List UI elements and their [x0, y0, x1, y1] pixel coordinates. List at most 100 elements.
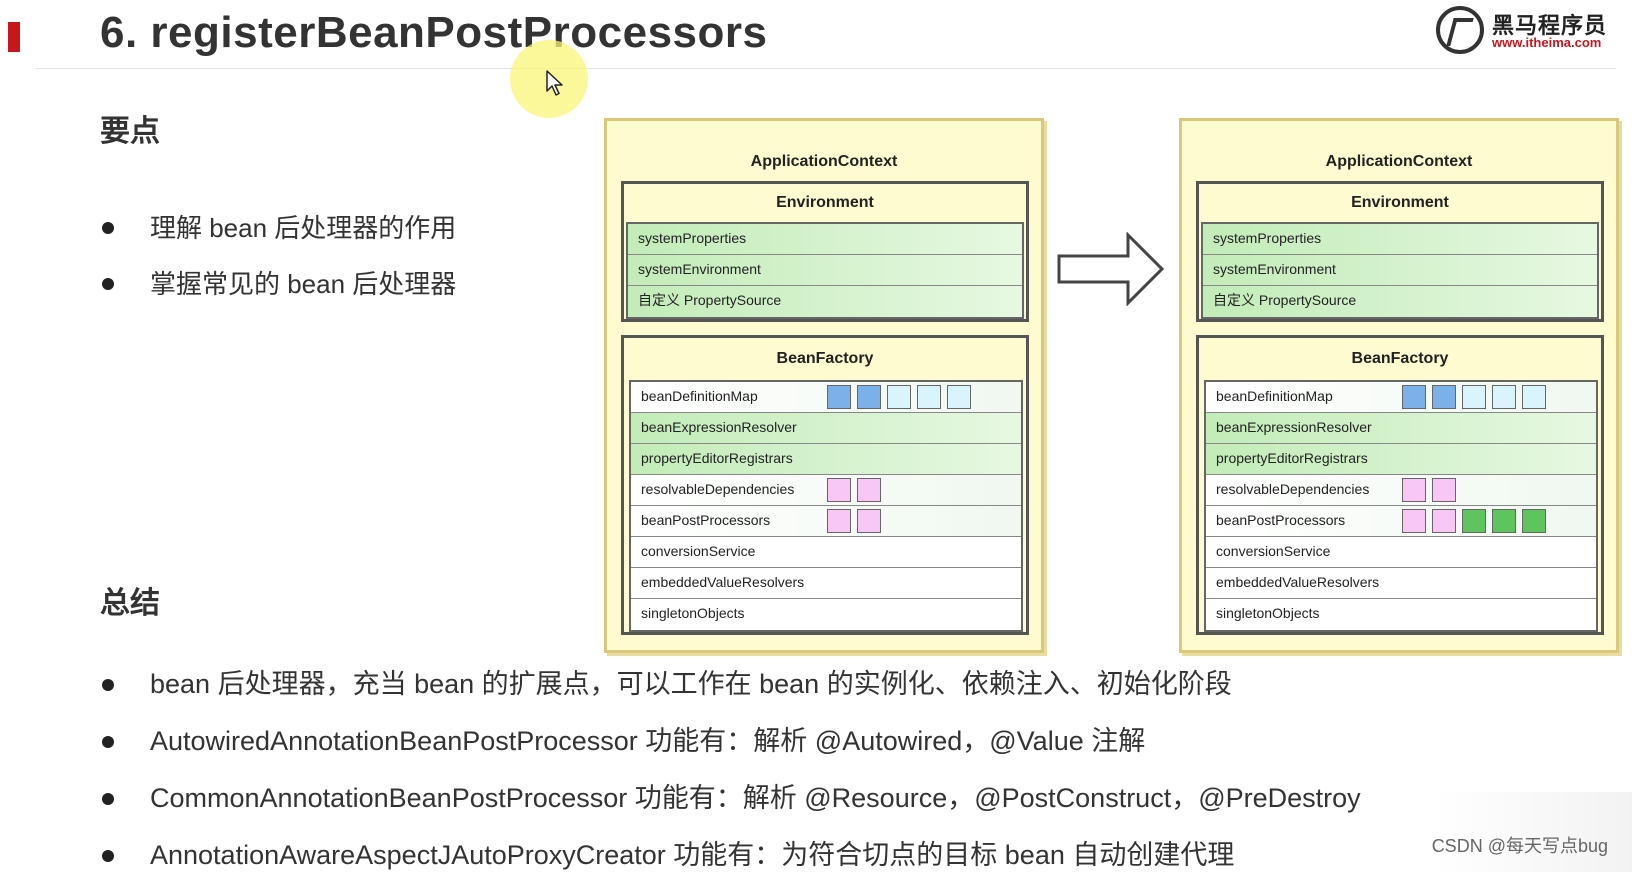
bean-box-pink — [827, 509, 851, 533]
environment-title: Environment — [1351, 194, 1449, 211]
bean-box-cyan — [1522, 385, 1546, 409]
bean-factory-row: beanPostProcessors — [631, 506, 1021, 537]
points-heading: 要点 — [100, 115, 160, 148]
bean-box-pink — [1402, 509, 1426, 533]
list-item: CommonAnnotationBeanPostProcessor 功能有：解析… — [100, 770, 1361, 827]
title-divider — [36, 68, 1616, 69]
bean-factory-row-label: beanDefinitionMap — [1216, 388, 1333, 404]
list-item: 理解 bean 后处理器的作用 — [100, 200, 456, 256]
bean-factory-row-label: beanPostProcessors — [641, 512, 771, 528]
bean-factory-row: beanExpressionResolver — [1206, 413, 1596, 444]
watermark-background — [1432, 792, 1632, 872]
bean-factory-row: beanDefinitionMap — [1206, 382, 1596, 413]
points-list: 理解 bean 后处理器的作用 掌握常见的 bean 后处理器 — [100, 200, 456, 312]
horse-head-icon — [1436, 6, 1484, 54]
bean-factory-row-label: conversionService — [641, 543, 756, 559]
bean-factory-row: propertyEditorRegistrars — [631, 444, 1021, 475]
bean-factory-row-label: beanDefinitionMap — [641, 388, 758, 404]
environment-box: Environment systemProperties systemEnvir… — [621, 181, 1029, 322]
logo-url: www.itheima.com — [1492, 35, 1602, 50]
bean-factory-box: BeanFactory beanDefinitionMap beanExpress… — [1196, 335, 1604, 635]
bean-factory-row: propertyEditorRegistrars — [1206, 444, 1596, 475]
bean-box-green — [1522, 509, 1546, 533]
bullet-icon — [102, 792, 114, 805]
bean-boxes — [827, 385, 977, 409]
summary-heading: 总结 — [100, 587, 160, 620]
environment-row: systemEnvironment — [628, 255, 1022, 286]
bean-box-pink — [1432, 509, 1456, 533]
bean-box-green — [1492, 509, 1516, 533]
application-context-after: ApplicationContext Environment systemPro… — [1179, 118, 1619, 653]
bean-factory-row: resolvableDependencies — [1206, 475, 1596, 506]
bean-factory-row: conversionService — [1206, 537, 1596, 568]
csdn-watermark: CSDN @每天写点bug — [1431, 836, 1608, 856]
bullet-icon — [102, 222, 114, 234]
bean-factory-rows: beanDefinitionMap beanExpressionResolver p… — [629, 380, 1023, 632]
bean-factory-row-label: resolvableDependencies — [641, 481, 795, 497]
bean-factory-row: conversionService — [631, 537, 1021, 568]
application-context-title: ApplicationContext — [1325, 153, 1473, 170]
bean-box-blue — [827, 385, 851, 409]
summary-list: bean 后处理器，充当 bean 的扩展点，可以工作在 bean 的实例化、依… — [100, 656, 1361, 872]
environment-row: systemProperties — [628, 224, 1022, 255]
bean-box-blue — [1402, 385, 1426, 409]
bean-box-blue — [857, 385, 881, 409]
bullet-icon — [102, 678, 114, 691]
bean-factory-row-label: beanExpressionResolver — [641, 419, 797, 435]
bean-factory-row-label: singletonObjects — [1216, 605, 1320, 621]
environment-title: Environment — [776, 194, 874, 211]
bean-factory-row: embeddedValueResolvers — [1206, 568, 1596, 599]
bean-factory-row: resolvableDependencies — [631, 475, 1021, 506]
list-item: bean 后处理器，充当 bean 的扩展点，可以工作在 bean 的实例化、依… — [100, 656, 1361, 713]
bean-box-pink — [1432, 478, 1456, 502]
mouse-pointer-icon — [546, 70, 563, 96]
environment-rows: systemProperties systemEnvironment 自定义 P… — [1201, 222, 1599, 319]
list-item: 掌握常见的 bean 后处理器 — [100, 256, 456, 312]
bean-factory-rows: beanDefinitionMap beanExpressionResolver p… — [1204, 380, 1598, 632]
bean-box-green — [1462, 509, 1486, 533]
environment-rows: systemProperties systemEnvironment 自定义 P… — [626, 222, 1024, 319]
bean-box-cyan — [1462, 385, 1486, 409]
bean-factory-row-label: conversionService — [1216, 543, 1331, 559]
bean-factory-row-label: propertyEditorRegistrars — [1216, 450, 1368, 466]
bean-factory-row: beanDefinitionMap — [631, 382, 1021, 413]
bean-factory-title: BeanFactory — [776, 350, 874, 367]
logo-name: 黑马程序员 — [1492, 13, 1608, 38]
bullet-icon — [102, 278, 114, 290]
bean-factory-row-label: propertyEditorRegistrars — [641, 450, 793, 466]
itheima-logo: 黑马程序员 www.itheima.com — [1436, 4, 1616, 54]
bullet-icon — [102, 735, 114, 748]
bean-box-pink — [857, 478, 881, 502]
bean-factory-row-label: embeddedValueResolvers — [641, 574, 805, 590]
bean-boxes — [827, 478, 887, 502]
bean-boxes — [827, 509, 887, 533]
bean-factory-row-label: singletonObjects — [641, 605, 745, 621]
environment-row: systemEnvironment — [1203, 255, 1597, 286]
bean-factory-row-label: resolvableDependencies — [1216, 481, 1370, 497]
bean-factory-row: embeddedValueResolvers — [631, 568, 1021, 599]
environment-row: 自定义 PropertySource — [628, 286, 1022, 317]
bean-factory-title: BeanFactory — [1351, 350, 1449, 367]
bean-box-cyan — [887, 385, 911, 409]
bean-box-cyan — [917, 385, 941, 409]
right-arrow-icon — [1057, 232, 1165, 306]
environment-row: 自定义 PropertySource — [1203, 286, 1597, 317]
list-item: AutowiredAnnotationBeanPostProcessor 功能有… — [100, 713, 1361, 770]
bean-boxes — [1402, 509, 1552, 533]
bean-box-pink — [857, 509, 881, 533]
bean-box-pink — [1402, 478, 1426, 502]
bean-factory-row: singletonObjects — [631, 599, 1021, 630]
slide-title: 6. registerBeanPostProcessors — [100, 8, 768, 57]
bullet-icon — [102, 849, 114, 862]
title-accent-bar — [8, 22, 20, 52]
bean-factory-row-label: beanExpressionResolver — [1216, 419, 1372, 435]
bean-factory-row-label: beanPostProcessors — [1216, 512, 1346, 528]
bean-box-pink — [827, 478, 851, 502]
bean-box-blue — [1432, 385, 1456, 409]
bean-box-cyan — [1492, 385, 1516, 409]
bean-factory-row-label: embeddedValueResolvers — [1216, 574, 1380, 590]
bean-boxes — [1402, 385, 1552, 409]
bean-box-cyan — [947, 385, 971, 409]
bean-factory-row: singletonObjects — [1206, 599, 1596, 630]
environment-row: systemProperties — [1203, 224, 1597, 255]
